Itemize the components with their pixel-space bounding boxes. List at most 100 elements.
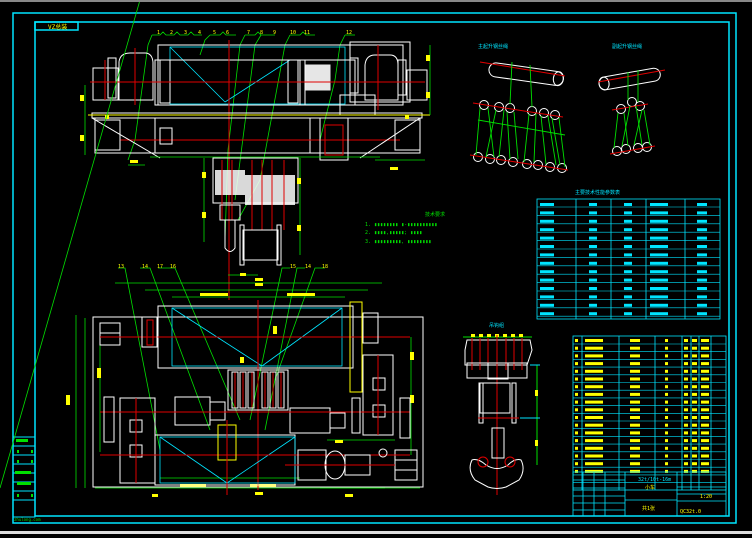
table-cell-glyph <box>589 211 597 215</box>
table-cell-glyph <box>630 377 640 381</box>
table-cell-glyph <box>540 228 554 232</box>
table-cell-glyph <box>692 369 697 373</box>
table-cell-glyph <box>624 270 632 274</box>
svg-text:3: 3 <box>184 30 187 36</box>
table-cell-glyph <box>575 377 578 381</box>
svg-text:14: 14 <box>305 264 311 270</box>
svg-text:1: 1 <box>157 30 160 36</box>
table-cell-glyph <box>630 339 640 342</box>
table-cell-glyph <box>624 253 632 257</box>
table-cell-glyph <box>630 469 640 473</box>
title-model: 32t/10t-16m <box>638 477 671 483</box>
table-cell-glyph <box>684 400 688 404</box>
table-cell-glyph <box>650 270 668 274</box>
table-cell-glyph <box>697 253 707 257</box>
table-cell-glyph <box>684 431 688 435</box>
table-cell-glyph <box>585 408 603 412</box>
table-cell-glyph <box>585 416 603 419</box>
table-cell-glyph <box>589 312 597 316</box>
table-cell-glyph <box>575 385 578 389</box>
table-cell-glyph <box>575 454 578 458</box>
table-cell-glyph <box>684 454 688 458</box>
table-cell-glyph <box>624 236 632 240</box>
table-cell-glyph <box>684 416 688 419</box>
table-cell-glyph <box>665 377 668 381</box>
table-cell-glyph <box>630 400 640 404</box>
table-cell-glyph <box>665 446 668 450</box>
table-cell-glyph <box>650 211 668 215</box>
table-cell-glyph <box>575 400 578 404</box>
title-sheet: 共1张 <box>642 505 655 512</box>
table-cell-glyph <box>624 203 632 206</box>
table-cell-glyph <box>650 236 668 240</box>
table-cell-glyph <box>585 454 603 458</box>
table-cell-glyph <box>589 219 597 223</box>
table-cell-glyph <box>585 423 603 427</box>
table-cell-glyph <box>624 278 632 282</box>
table-cell-glyph <box>630 462 640 466</box>
svg-text:15: 15 <box>290 264 296 270</box>
table-cell-glyph <box>684 408 688 412</box>
table-cell-glyph <box>540 211 554 215</box>
table-cell-glyph <box>540 219 554 223</box>
table-cell-glyph <box>692 462 697 466</box>
table-cell-glyph <box>650 253 668 257</box>
table-cell-glyph <box>540 270 554 274</box>
table-cell-glyph <box>650 312 668 316</box>
table-cell-glyph <box>665 385 668 389</box>
table-cell-glyph <box>692 377 697 381</box>
table-cell-glyph <box>589 303 597 307</box>
table-cell-glyph <box>692 431 697 435</box>
table-cell-glyph <box>630 346 640 350</box>
table-cell-glyph <box>665 462 668 466</box>
table-cell-glyph <box>624 245 632 248</box>
table-cell-glyph <box>540 295 554 299</box>
table-cell-glyph <box>650 228 668 232</box>
table-cell-glyph <box>684 385 688 389</box>
hook-detail-view: 吊钩组 <box>463 322 540 495</box>
table-cell-glyph <box>665 362 668 366</box>
table-cell-glyph <box>684 462 688 466</box>
table-cell-glyph <box>630 369 640 373</box>
svg-text:3. ▮▮▮▮▮▮▮▮▮, ▮▮▮▮▮▮▮▮: 3. ▮▮▮▮▮▮▮▮▮, ▮▮▮▮▮▮▮▮ <box>365 239 431 245</box>
table-cell-glyph <box>630 446 640 450</box>
table-cell-glyph <box>692 423 697 427</box>
table-cell-glyph <box>585 339 603 342</box>
table-cell-glyph <box>701 339 709 342</box>
table-cell-glyph <box>585 354 603 358</box>
table-cell-glyph <box>701 408 709 412</box>
left-side-table <box>12 436 36 518</box>
table-cell-glyph <box>701 416 709 419</box>
table-cell-glyph <box>585 346 603 350</box>
table-cell-glyph <box>575 369 578 373</box>
window-bottom-edge <box>0 531 752 534</box>
table-cell-glyph <box>701 446 709 450</box>
table-cell-glyph <box>701 469 709 473</box>
table-cell-glyph <box>684 392 688 396</box>
svg-text:9: 9 <box>273 30 276 36</box>
parts-list <box>572 335 727 491</box>
table-cell-glyph <box>692 469 697 473</box>
svg-text:17: 17 <box>157 264 163 270</box>
table-cell-glyph <box>665 339 668 342</box>
table-cell-glyph <box>684 469 688 473</box>
table-cell-glyph <box>650 203 668 206</box>
table-cell-glyph <box>575 469 578 473</box>
table-cell-glyph <box>650 245 668 248</box>
table-cell-glyph <box>697 270 707 274</box>
table-cell-glyph <box>665 423 668 427</box>
table-cell-glyph <box>684 369 688 373</box>
table-cell-glyph <box>589 253 597 257</box>
table-cell-glyph <box>540 203 554 206</box>
table-cell-glyph <box>684 339 688 342</box>
table-cell-glyph <box>701 377 709 381</box>
title-name: 小车 <box>645 484 655 491</box>
table-cell-glyph <box>701 439 709 443</box>
table-cell-glyph <box>650 303 668 307</box>
svg-text:5: 5 <box>213 30 216 36</box>
table-cell-glyph <box>692 362 697 366</box>
table-cell-glyph <box>540 236 554 240</box>
table-cell-glyph <box>630 408 640 412</box>
table-cell-glyph <box>701 392 709 396</box>
